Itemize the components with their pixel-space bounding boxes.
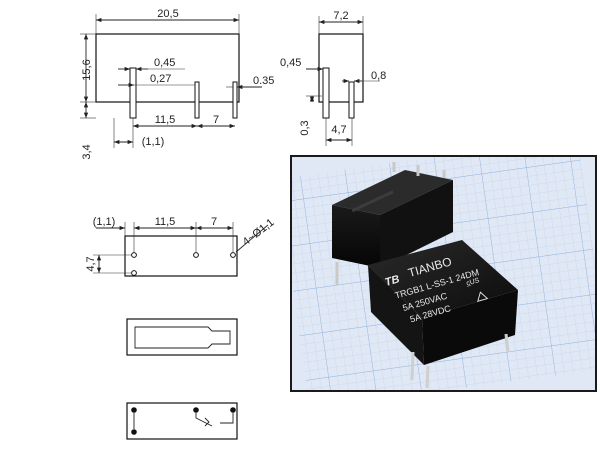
side-pin-span-label: 4,7 — [331, 124, 346, 136]
side-pin-width-label: 0,45 — [280, 57, 301, 69]
pcb-pitch-a-label: 11,5 — [155, 216, 176, 228]
side-view: 7,2 0,45 0,8 0,3 4,7 — [280, 10, 386, 146]
pcb-offset-label: (1,1) — [93, 216, 116, 228]
front-width-label: 20,5 — [157, 8, 178, 20]
schematic-pin — [131, 429, 137, 435]
schematic-view — [126, 402, 238, 440]
pcb-hole — [131, 252, 137, 258]
front-pitch-a-label: 11,5 — [155, 114, 176, 126]
photo-relay-back — [332, 162, 453, 285]
pcb-hole — [230, 252, 236, 258]
schematic-body — [126, 402, 238, 440]
outline-body — [126, 318, 238, 356]
side-pin — [348, 81, 355, 119]
front-pin — [129, 67, 137, 119]
schematic-pin — [193, 407, 199, 413]
front-view: 20,5 15,6 3,4 0,45 0,27 0.35 11,5 7 (1,1… — [80, 8, 274, 160]
side-pin — [322, 67, 330, 119]
pcb-outline — [124, 235, 238, 277]
pcb-hole — [193, 252, 199, 258]
side-pin-thick-label: 0,8 — [371, 70, 386, 82]
warning-icon — [477, 291, 489, 302]
pcb-layout-view: (1,1) 11,5 7 4~Ø1,1 4,7 — [85, 216, 277, 277]
pcb-row-span-label: 4,7 — [85, 256, 97, 271]
front-relay-body — [95, 33, 240, 103]
outline-inner — [134, 326, 231, 349]
front-pin — [194, 81, 200, 119]
front-pin-thickness-a-label: 0,27 — [150, 73, 171, 85]
contact-spring — [204, 417, 210, 427]
front-height-label: 15,6 — [81, 59, 93, 80]
front-pin-width-label: 0,45 — [154, 57, 175, 69]
photo-relay-front: TB TIANBO TRGB1 L-SS-1 24DM 5A 250VAC 5A… — [368, 240, 518, 389]
relay-photo: TB TIANBO TRGB1 L-SS-1 24DM 5A 250VAC 5A… — [290, 155, 597, 392]
front-pin-thickness-b-label: 0.35 — [253, 75, 274, 87]
front-pin — [232, 81, 238, 119]
pcb-pitch-b-label: 7 — [211, 216, 217, 228]
side-width-label: 7,2 — [333, 10, 348, 22]
front-offset-label: (1,1) — [142, 136, 165, 148]
side-pin-offset-label: 0,3 — [299, 120, 311, 135]
photo-logo: TB — [384, 273, 401, 289]
photo-cert-mark: c̲US — [465, 277, 481, 288]
schematic-pin — [131, 407, 137, 413]
schematic-pin — [230, 407, 236, 413]
contact-switch — [195, 413, 234, 427]
pcb-hole — [131, 270, 137, 276]
front-pin-length-label: 3,4 — [81, 144, 93, 159]
top-outline-view — [126, 318, 238, 356]
pcb-hole-label: 4~Ø1,1 — [240, 217, 276, 249]
front-pitch-b-label: 7 — [213, 114, 219, 126]
